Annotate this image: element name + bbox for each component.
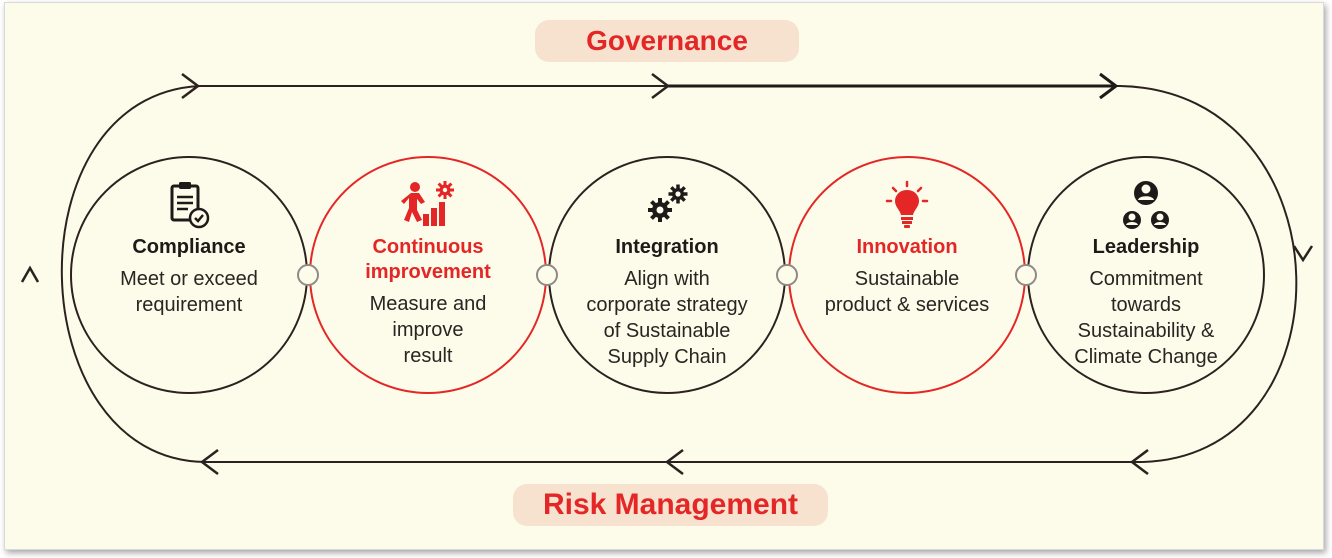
stage-description: Sustainable product & services (824, 268, 990, 316)
arrow-head-top-1 (181, 73, 201, 99)
stage-title: Leadership (1092, 236, 1200, 258)
lightbulb-icon (790, 180, 1024, 230)
stage-innovation: Innovation Sustainable product & service… (788, 156, 1026, 394)
stage-description: Measure and improve result (369, 293, 487, 367)
arrow-head-left (20, 265, 40, 283)
arrow-head-bottom-2 (664, 449, 684, 475)
connector-knob (536, 264, 558, 286)
stage-compliance: Compliance Meet or exceed requirement (70, 156, 308, 394)
right-loop (1119, 85, 1298, 464)
arrow-head-top-3 (1099, 72, 1119, 100)
connector-knob (776, 264, 798, 286)
clipboard-check-icon (72, 180, 306, 230)
arrow-head-bottom-1 (1129, 449, 1149, 475)
stage-title: Compliance (132, 236, 246, 258)
stage-description: Commitment towards Sustainability & Clim… (1074, 268, 1218, 368)
stage-description: Align with corporate strategy of Sustain… (586, 268, 748, 368)
stage-description: Meet or exceed requirement (120, 268, 258, 316)
arrow-head-top-2 (651, 73, 671, 99)
left-loop (60, 85, 206, 463)
stage-continuous-improvement: Continuous improvement Measure and impro… (309, 156, 547, 394)
gears-icon (550, 180, 784, 230)
stage-title: Innovation (856, 236, 958, 258)
arrow-head-bottom-3 (199, 449, 219, 475)
risk-management-label: Risk Management (513, 484, 828, 526)
climbing-steps-gear-icon (311, 180, 545, 230)
governance-label: Governance (535, 20, 799, 62)
people-network-icon (1029, 180, 1263, 230)
stage-title: Continuous improvement (365, 236, 491, 283)
stage-title: Integration (615, 236, 719, 258)
stage-leadership: Leadership Commitment towards Sustainabi… (1027, 156, 1265, 394)
connector-knob (1015, 264, 1037, 286)
arrow-head-right (1292, 245, 1314, 263)
stage-integration: Integration Align with corporate strateg… (548, 156, 786, 394)
connector-knob (297, 264, 319, 286)
